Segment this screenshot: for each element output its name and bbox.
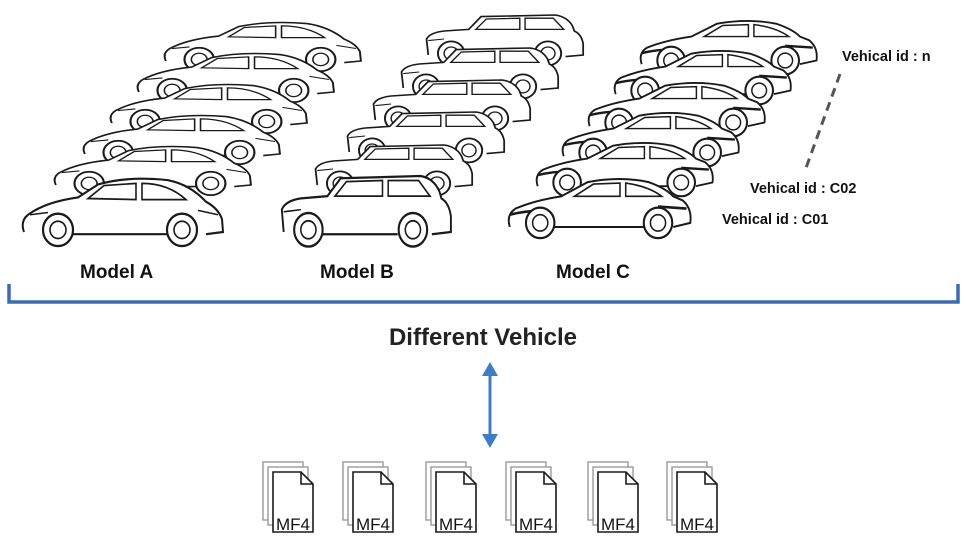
file-label: MF4 <box>356 515 390 534</box>
file-stack-icon: MF4 <box>505 461 557 534</box>
file-stack-icon: MF4 <box>262 461 314 534</box>
model-a-label: Model A <box>80 262 153 283</box>
grouping-bracket <box>7 284 960 304</box>
file-stack-icon: MF4 <box>342 461 394 534</box>
mf4-file-row: MF4 MF4 MF4 MF4 MF4 MF4 <box>262 461 718 534</box>
file-label: MF4 <box>680 515 714 534</box>
vehicle-id-n: Vehical id : n <box>842 49 931 65</box>
car-icon <box>507 177 692 240</box>
model-b-label: Model B <box>320 262 394 283</box>
model-c-label: Model C <box>556 262 630 283</box>
vehicle-id-c01: Vehical id : C01 <box>722 212 828 228</box>
diagram-title: Different Vehicle <box>389 324 577 351</box>
vehicle-id-c02: Vehical id : C02 <box>750 181 856 197</box>
car-icon <box>21 177 225 248</box>
file-label: MF4 <box>519 515 553 534</box>
car-icon <box>280 174 453 248</box>
ellipsis-dashed-line <box>804 73 842 169</box>
file-label: MF4 <box>439 515 473 534</box>
file-stack-icon: MF4 <box>425 461 477 534</box>
file-stack-icon: MF4 <box>587 461 639 534</box>
double-arrow-icon <box>482 362 498 448</box>
file-stack-icon: MF4 <box>666 461 718 534</box>
file-label: MF4 <box>601 515 635 534</box>
file-label: MF4 <box>276 515 310 534</box>
